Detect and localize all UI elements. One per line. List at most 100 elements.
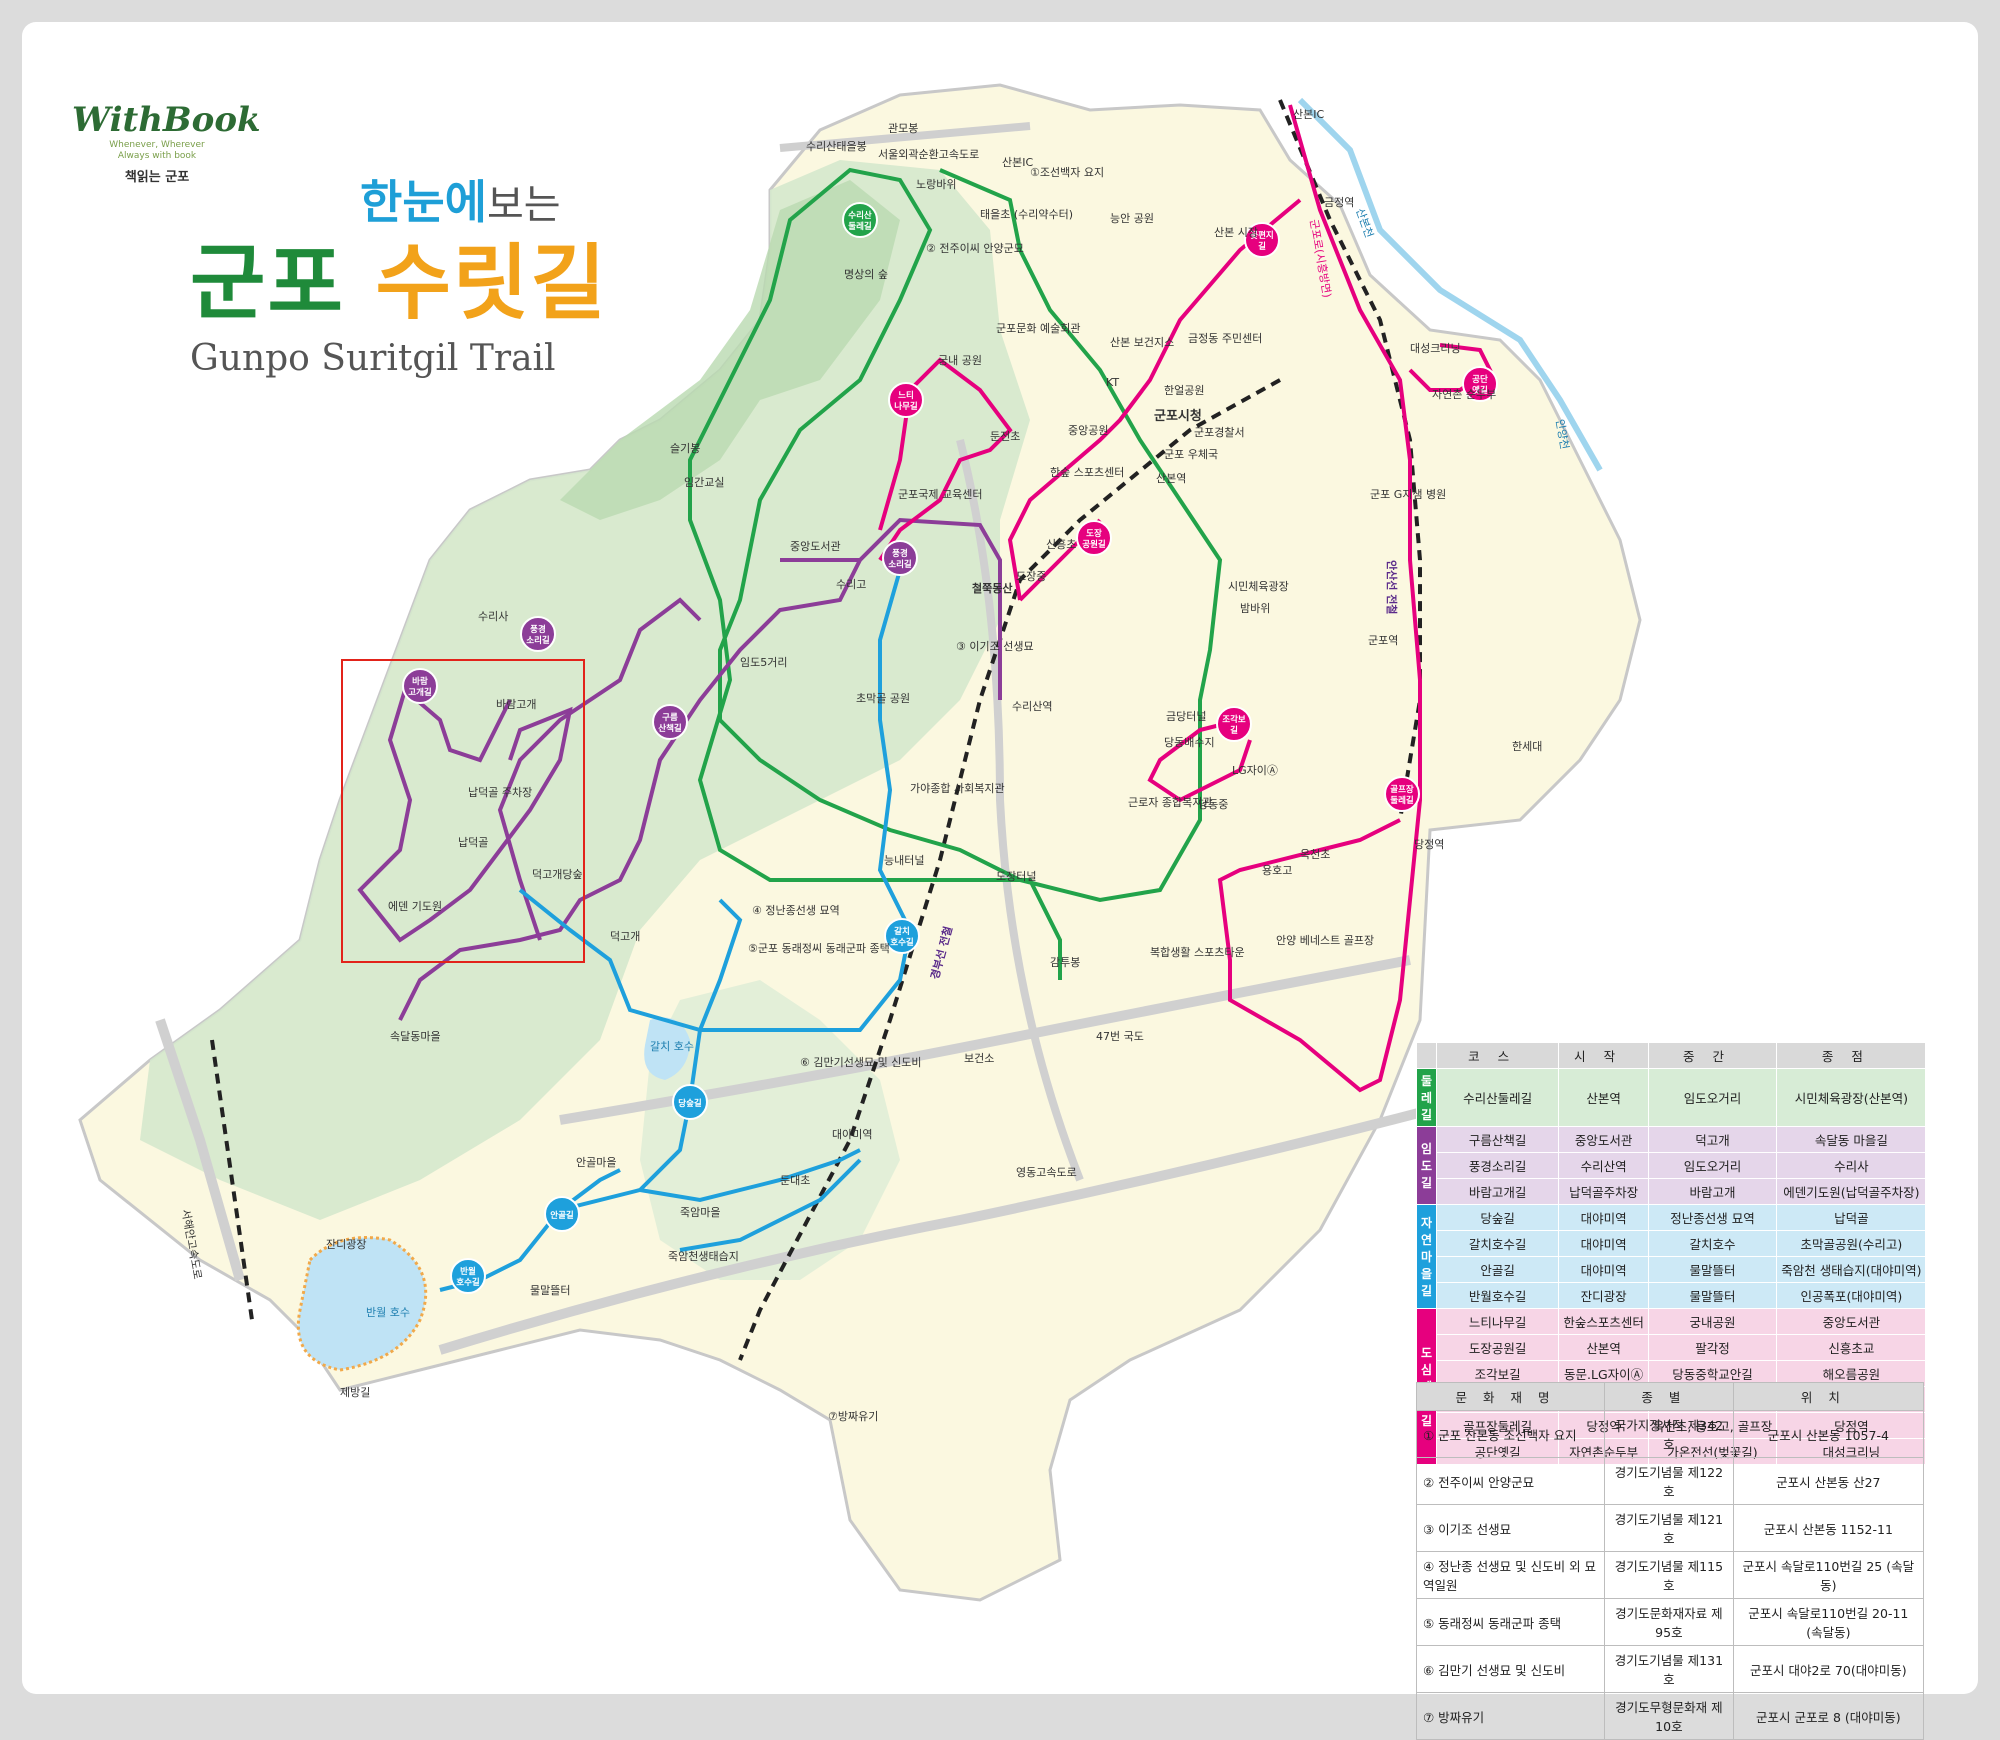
table-cell: 물말뜰터 [1647, 1256, 1778, 1283]
title-english: Gunpo Suritgil Trail [190, 338, 556, 379]
trail-badge-label: 안골길 [550, 1210, 574, 1221]
title-sub-a: 한눈에 [360, 175, 487, 229]
table-cell: 수리사 [1776, 1152, 1927, 1179]
table-cell: 시민체육광장(산본역) [1776, 1068, 1927, 1127]
course-header-cell: 시작 [1558, 1042, 1649, 1069]
label-neungan: 능안 공원 [1110, 212, 1154, 225]
course-header-blank [1415, 1042, 1438, 1069]
trail-badge: 골프장둘레길 [1384, 776, 1420, 812]
table-cell: 죽암천 생태습지(대야미역) [1776, 1256, 1927, 1283]
label-deokgogae-sup: 덕고개당숲 [532, 868, 583, 881]
trail-badge-label: 느티 [898, 390, 914, 401]
label-galchi: 갈치 호수 [650, 1039, 694, 1053]
table-cell: ⑤ 동래정씨 동래군파 종택 [1415, 1598, 1606, 1646]
table-cell: 인공폭포(대야미역) [1776, 1282, 1927, 1309]
label-edu-center: 군포국제 교육센터 [898, 488, 982, 501]
table-cell: 속달동 마을길 [1776, 1126, 1927, 1153]
label-baramgogae: 바람고개 [496, 698, 536, 711]
trail-badge-label: 길 [1230, 725, 1238, 736]
label-dojang-tunnel: 도장터널 [996, 870, 1036, 883]
table-cell: 납덕골 [1776, 1204, 1927, 1231]
trail-badge: 수리산둘레길 [842, 202, 878, 238]
trail-badge-circle [450, 1258, 486, 1294]
label-mulmal: 물말뜰터 [530, 1284, 570, 1297]
table-cell: 갈치호수 [1647, 1230, 1778, 1257]
lake-galchi [644, 1017, 690, 1080]
table-cell: 군포시 대야2로 70(대야미동) [1732, 1645, 1925, 1693]
trail-badge-label: 산책길 [658, 723, 682, 734]
trail-badge-circle [1076, 520, 1112, 556]
trail-badge-circle [888, 382, 924, 418]
table-row: 도심테마길느티나무길한숲스포츠센터궁내공원중앙도서관 [1415, 1308, 1927, 1465]
table-cell: 대야미역 [1558, 1230, 1649, 1257]
table-cell: 군포시 산본동 1152-11 [1732, 1504, 1925, 1552]
trail-badge-label: 바람 [412, 676, 428, 687]
course-header-cell: 중간 [1647, 1042, 1778, 1069]
label-jugam-park: 죽암천생태습지 [668, 1249, 739, 1263]
label-norangbawi: 노랑바위 [916, 178, 956, 191]
label-sanbon-market: 산본 시장 [1214, 226, 1258, 239]
label-gunpo-st: 군포역 [1368, 634, 1398, 647]
label-stadium: 시민체육광장 [1228, 580, 1289, 593]
label-expressway: 서울외곽순환고속도로 [878, 148, 979, 161]
label-lg: LG자이Ⓐ [1232, 764, 1278, 777]
table-cell: 경기도기념물 제121호 [1604, 1504, 1734, 1552]
title-main: 군포 수릿길 [190, 216, 608, 335]
table-cell: 경기도기념물 제131호 [1604, 1645, 1734, 1693]
title-main-b: 수릿길 [375, 236, 608, 331]
trail-badge-label: 소리길 [526, 635, 550, 646]
label-yeongdong: 영동고속도로 [1016, 1166, 1077, 1179]
label-gunpo-g: 군포 G지샘 병원 [1370, 488, 1446, 501]
trail-pink-1 [1217, 104, 1422, 1093]
table-cell: 국가지정사적 제342호 [1604, 1410, 1734, 1458]
rail-west [210, 1039, 254, 1321]
label-anyang-golf: 안양 베네스트 골프장 [1276, 934, 1374, 947]
title-sub-b: 보는 [486, 182, 561, 228]
trail-badge-label: 갈치 [894, 926, 910, 937]
label-hansei: 한세대 [1512, 740, 1542, 753]
table-cell: 산본역 [1558, 1334, 1649, 1361]
table-cell: 임도오거리 [1647, 1152, 1778, 1179]
label-songdang: 속달동마을 [390, 1030, 441, 1043]
table-cell: 당숲길 [1436, 1204, 1560, 1231]
table-cell: 수리산둘레길 [1436, 1068, 1560, 1127]
trail-badge: 풍경소리길 [520, 616, 556, 652]
label-napdeok-park: 납덕골 주차장 [468, 786, 532, 799]
label-hansup: 한숲 스포츠센터 [1050, 466, 1124, 479]
label-library: 중앙도서관 [790, 540, 841, 553]
trail-badge: 구름산책길 [652, 704, 688, 740]
label-kt: KT [1106, 376, 1119, 389]
table-cell: 팔각정 [1647, 1334, 1778, 1361]
table-cell: ⑦ 방짜유기 [1415, 1692, 1606, 1740]
trail-green [688, 167, 1223, 980]
forest-dark [560, 180, 900, 520]
label-napdeok: 납덕골 [458, 836, 488, 849]
trail-badge-circle [1244, 222, 1280, 258]
label-surigo: 수리고 [836, 578, 866, 591]
title-main-a: 군포 [190, 236, 345, 331]
label-chomak: 초막골 공원 [856, 692, 910, 705]
expressway-top [779, 122, 1031, 152]
table-cell: 물말뜰터 [1647, 1282, 1778, 1309]
label-imdo5: 임도5거리 [740, 656, 787, 669]
trail-badge: 풍경소리길 [882, 540, 918, 576]
road-grey-3 [155, 1018, 245, 1282]
table-cell: 군포시 속달로110번길 25 (속달동) [1732, 1551, 1925, 1599]
table-cell: ③ 이기조 선생묘 [1415, 1504, 1606, 1552]
table-cell: 군포시 군포로 8 (대야미동) [1732, 1692, 1925, 1740]
trail-badge-label: 도장 [1086, 528, 1102, 539]
label-geumjeong-center: 금정동 주민센터 [1188, 332, 1262, 345]
table-cell: 에덴기도원(납덕골주차장) [1776, 1178, 1927, 1205]
rail-ansan [1278, 99, 1422, 821]
label-dundae: 둔대초 [780, 1174, 810, 1187]
label-culture-hall: 군포문화 예술회관 [996, 322, 1080, 335]
table-cell: 산본역 [1558, 1068, 1649, 1127]
table-cell: 경기도기념물 제115호 [1604, 1551, 1734, 1599]
